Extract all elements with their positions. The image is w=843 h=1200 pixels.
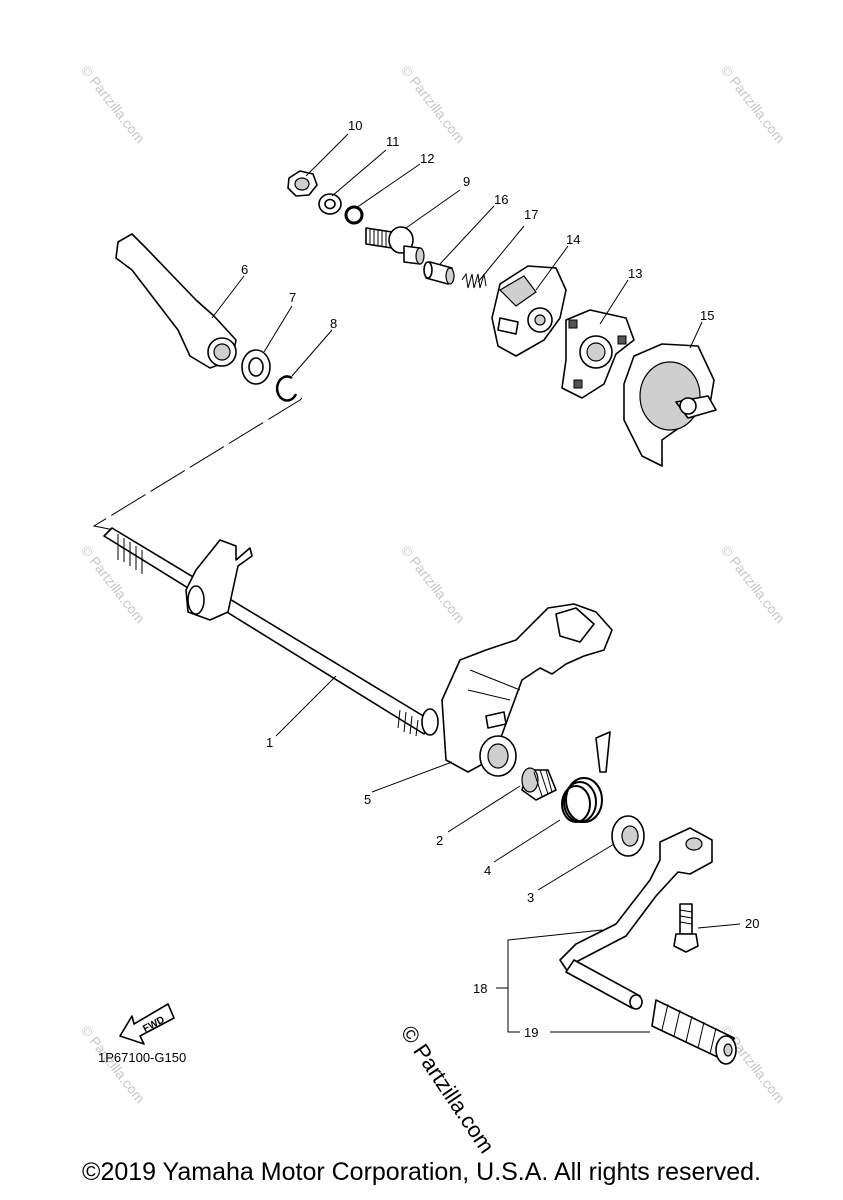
part-9-bolt — [365, 226, 425, 265]
callout-10: 10 — [348, 118, 362, 133]
part-7-washer — [241, 349, 271, 385]
callout-8: 8 — [330, 316, 337, 331]
callout-17: 17 — [524, 207, 538, 222]
part-20-bolt — [673, 903, 699, 953]
assembly-line — [92, 397, 303, 531]
part-2-needle-bearing — [521, 767, 557, 801]
part-6-shift-arm — [115, 233, 237, 369]
part-1-shift-shaft — [103, 527, 439, 737]
callout-16: 16 — [494, 192, 508, 207]
part-3-oil-seal — [611, 815, 645, 857]
callout-11: 11 — [386, 134, 400, 149]
watermark: © Partzilla.com — [718, 62, 789, 146]
callout-4: 4 — [484, 863, 491, 878]
part-10-nut — [287, 170, 318, 197]
callout-20: 20 — [745, 916, 759, 931]
callout-7: 7 — [289, 290, 296, 305]
callout-19: 19 — [524, 1025, 538, 1040]
part-17-spring — [461, 272, 487, 289]
watermark: © Partzilla.com — [398, 542, 469, 626]
part-5-shift-lever-assembly — [441, 603, 613, 777]
part-13-plate — [561, 309, 635, 399]
callout-14: 14 — [566, 232, 580, 247]
part-11-washer — [318, 193, 342, 215]
callout-12: 12 — [420, 151, 434, 166]
callout-5: 5 — [364, 792, 371, 807]
watermark-large: © Partzilla.com — [396, 1021, 500, 1158]
part-8-circlip — [275, 375, 298, 402]
part-16-collar — [423, 261, 455, 285]
callout-15: 15 — [700, 308, 714, 323]
leader-lines — [211, 133, 741, 1033]
callout-labels: 10 11 12 9 16 17 14 13 15 6 7 8 1 5 2 4 … — [241, 118, 759, 1040]
callout-2: 2 — [436, 833, 443, 848]
copyright-notice: ©2019 Yamaha Motor Corporation, U.S.A. A… — [82, 1158, 761, 1186]
part-15-shift-drum-segment — [623, 343, 717, 467]
fwd-arrow-icon: FWD — [119, 1003, 175, 1045]
watermark: © Partzilla.com — [718, 542, 789, 626]
callout-13: 13 — [628, 266, 642, 281]
watermark: © Partzilla.com — [78, 62, 149, 146]
callout-18: 18 — [473, 981, 487, 996]
callout-3: 3 — [527, 890, 534, 905]
callout-9: 9 — [463, 174, 470, 189]
watermark: © Partzilla.com — [398, 62, 469, 146]
part-4-torsion-spring — [561, 731, 611, 823]
part-18-shift-pedal — [559, 827, 713, 1010]
callout-6: 6 — [241, 262, 248, 277]
diagram-code: 1P67100-G150 — [98, 1050, 186, 1065]
callout-1: 1 — [266, 735, 273, 750]
part-14-cam-segment — [491, 265, 567, 357]
part-12-o-ring — [344, 205, 364, 225]
part-19-pedal-rubber — [651, 999, 737, 1065]
